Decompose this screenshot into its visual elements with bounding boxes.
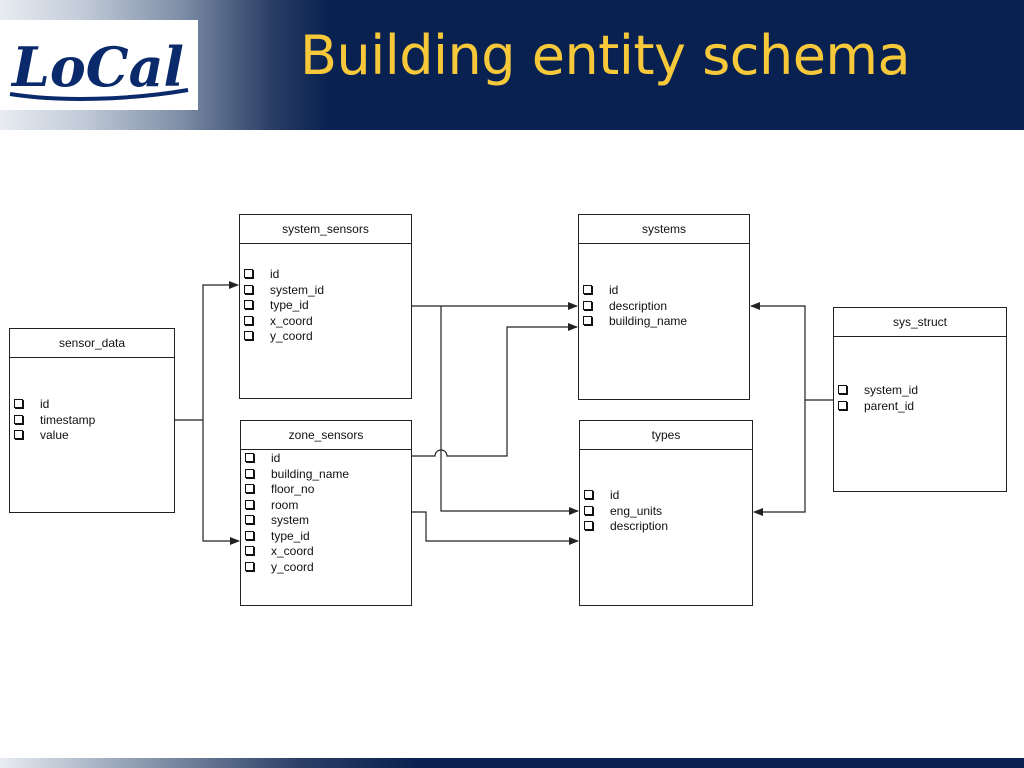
entity-sensor-data: sensor_data id timestamp value [9, 328, 175, 513]
field-item: id [244, 267, 324, 283]
field-item: room [245, 498, 349, 514]
checkbox-icon [838, 385, 847, 394]
field-item: type_id [244, 298, 324, 314]
checkbox-icon [245, 546, 254, 555]
header-banner: LoCal Building entity schema [0, 0, 1024, 130]
field-list: id building_name floor_no room system ty… [245, 451, 349, 575]
connector-sys-struct-to-types [753, 400, 806, 516]
field-item: x_coord [245, 544, 349, 560]
checkbox-icon [245, 561, 254, 571]
connector-system-sensors-to-types [440, 306, 579, 515]
entity-title: sensor_data [10, 329, 174, 358]
entity-title: sys_struct [834, 308, 1006, 337]
field-item: x_coord [244, 314, 324, 330]
entity-title: system_sensors [240, 215, 411, 244]
checkbox-icon [245, 468, 254, 478]
field-item: system_id [244, 283, 324, 299]
field-list: id timestamp value [14, 397, 95, 444]
connector-zone-sensors-to-types [412, 511, 579, 545]
checkbox-icon [245, 530, 254, 540]
connector-zone-sensors-to-systems [412, 323, 578, 457]
checkbox-icon [584, 490, 593, 499]
field-list: id description building_name [583, 283, 687, 330]
connector-sys-struct-to-systems [750, 302, 806, 400]
checkbox-icon [245, 484, 254, 493]
field-item: y_coord [244, 329, 324, 345]
logo-mark: LoCal [9, 35, 189, 101]
field-item: id [584, 488, 668, 504]
entity-systems: systems id description building_name [578, 214, 750, 400]
entity-title: systems [579, 215, 749, 244]
field-item: id [245, 451, 349, 467]
field-item: type_id [245, 529, 349, 545]
checkbox-icon [838, 400, 847, 410]
field-item: eng_units [584, 504, 668, 520]
checkbox-icon [583, 300, 592, 310]
checkbox-icon [14, 430, 23, 439]
field-item: floor_no [245, 482, 349, 498]
checkbox-icon [584, 521, 593, 530]
field-item: id [583, 283, 687, 299]
checkbox-icon [245, 453, 254, 462]
field-list: id system_id type_id x_coord y_coord [244, 267, 324, 345]
checkbox-icon [584, 505, 593, 515]
field-item: timestamp [14, 413, 95, 429]
entity-types: types id eng_units description [579, 420, 753, 606]
connector-sensor-data-to-system-sensors [175, 281, 239, 421]
logo: LoCal [0, 20, 198, 110]
checkbox-icon [244, 315, 253, 325]
entity-title: types [580, 421, 752, 450]
page-title: Building entity schema [300, 24, 911, 87]
field-item: y_coord [245, 560, 349, 576]
field-item: description [584, 519, 668, 535]
entity-title: zone_sensors [241, 421, 411, 450]
field-item: building_name [245, 467, 349, 483]
checkbox-icon [244, 269, 253, 278]
entity-system-sensors: system_sensors id system_id type_id x_co… [239, 214, 412, 399]
checkbox-icon [245, 499, 254, 509]
checkbox-icon [244, 300, 253, 309]
field-list: id eng_units description [584, 488, 668, 535]
checkbox-icon [245, 515, 254, 524]
entity-zone-sensors: zone_sensors id building_name floor_no r… [240, 420, 412, 606]
field-item: system [245, 513, 349, 529]
checkbox-icon [14, 414, 23, 424]
checkbox-icon [244, 331, 253, 340]
footer-bar [0, 758, 1024, 768]
entity-sys-struct: sys_struct system_id parent_id [833, 307, 1007, 492]
field-list: system_id parent_id [838, 383, 918, 414]
checkbox-icon [244, 284, 253, 294]
field-item: value [14, 428, 95, 444]
svg-text:LoCal: LoCal [10, 35, 184, 99]
field-item: building_name [583, 314, 687, 330]
checkbox-icon [14, 399, 23, 408]
checkbox-icon [583, 285, 592, 294]
field-item: system_id [838, 383, 918, 399]
field-item: parent_id [838, 399, 918, 415]
connector-sensor-data-to-zone-sensors [202, 420, 240, 545]
checkbox-icon [583, 316, 592, 325]
field-item: id [14, 397, 95, 413]
field-item: description [583, 299, 687, 315]
